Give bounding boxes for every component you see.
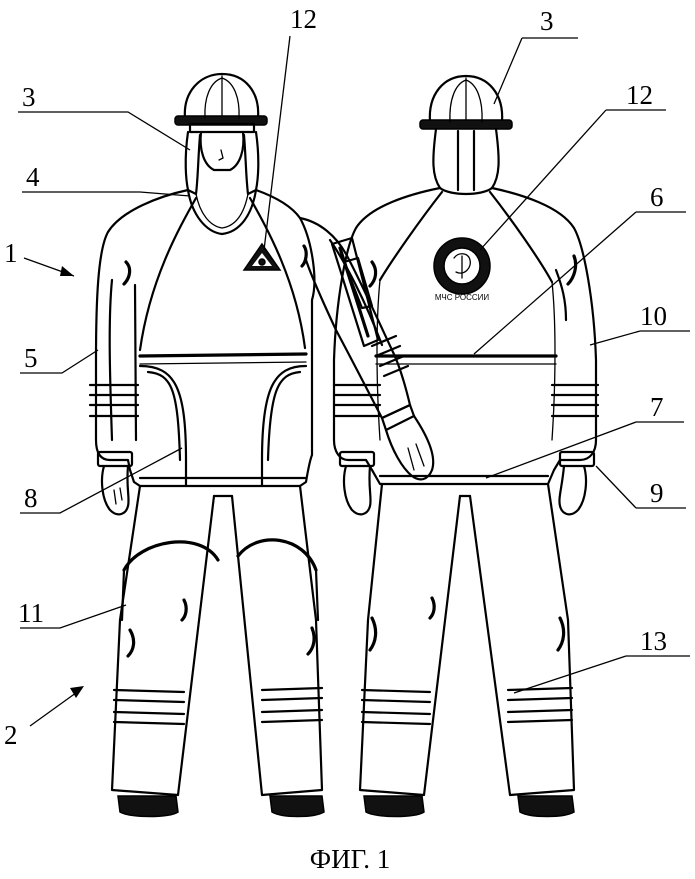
front-view-suit bbox=[88, 72, 435, 818]
front-knee-pad-left bbox=[122, 540, 220, 572]
front-trousers bbox=[110, 484, 324, 797]
label-11: 11 bbox=[18, 598, 44, 628]
back-hood bbox=[432, 127, 500, 196]
back-emblem: МЧС РОССИИ bbox=[433, 237, 491, 302]
front-cuff-left bbox=[96, 450, 134, 468]
back-pant-stripe bbox=[506, 686, 574, 692]
back-trousers bbox=[358, 482, 576, 797]
front-helmet bbox=[174, 72, 268, 134]
label-3-back: 3 bbox=[540, 6, 554, 36]
figure-caption: ФИГ. 1 bbox=[310, 844, 390, 874]
reference-numerals: 12 3 4 1 5 8 11 2 3 12 6 10 7 9 13 bbox=[4, 4, 667, 750]
label-4: 4 bbox=[26, 162, 40, 192]
label-9: 9 bbox=[650, 478, 664, 508]
front-hood-left bbox=[184, 130, 202, 196]
front-boot-right bbox=[269, 795, 325, 818]
label-3-front: 3 bbox=[22, 82, 36, 112]
front-hand-right bbox=[384, 414, 435, 481]
leader-lines bbox=[18, 35, 690, 727]
label-6: 6 bbox=[650, 182, 664, 212]
back-jacket-outline bbox=[332, 186, 598, 486]
front-hand-left bbox=[100, 464, 130, 516]
front-boot-left bbox=[117, 795, 179, 818]
front-pocket-left bbox=[138, 364, 188, 488]
label-10: 10 bbox=[640, 301, 667, 331]
front-collar bbox=[186, 188, 258, 236]
label-12-front: 12 bbox=[290, 4, 317, 34]
label-12-back: 12 bbox=[626, 80, 653, 110]
front-waist-band bbox=[138, 352, 308, 358]
label-2: 2 bbox=[4, 720, 18, 750]
back-helmet bbox=[428, 74, 504, 124]
emblem-caption: МЧС РОССИИ bbox=[435, 293, 490, 302]
label-5: 5 bbox=[24, 343, 38, 373]
label-1: 1 bbox=[4, 238, 18, 268]
front-face bbox=[199, 130, 245, 172]
back-cuff-right bbox=[558, 450, 596, 468]
label-7: 7 bbox=[650, 392, 664, 422]
label-8: 8 bbox=[24, 483, 38, 513]
front-jacket-outline bbox=[94, 188, 316, 488]
front-raglan-left bbox=[138, 196, 198, 352]
front-hood-right bbox=[242, 130, 260, 196]
back-view-suit: МЧС РОССИИ bbox=[332, 74, 600, 818]
label-13: 13 bbox=[640, 626, 667, 656]
